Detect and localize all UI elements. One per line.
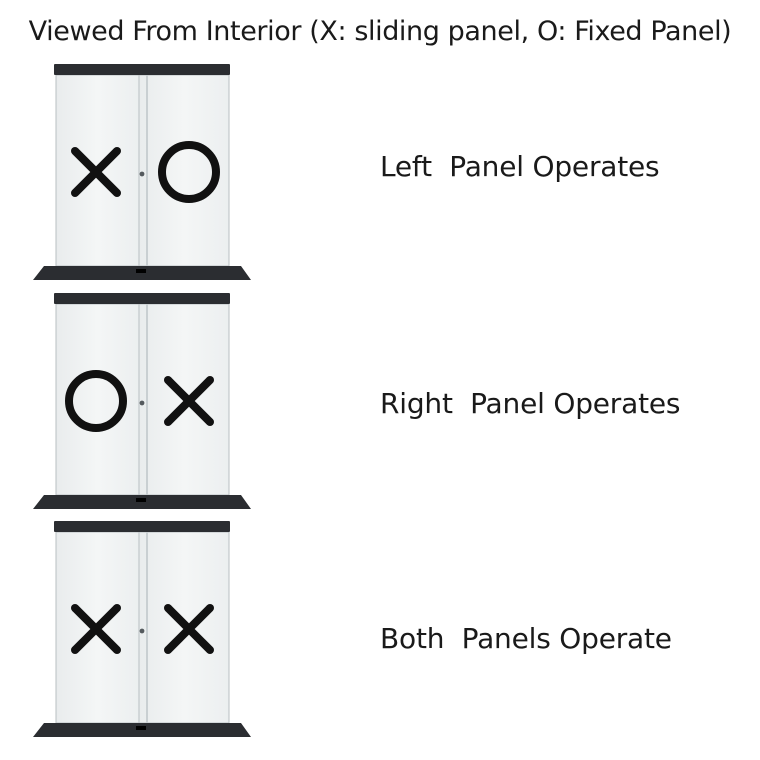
right-x-sliding-mark [164,376,214,426]
door-handle [139,628,145,634]
row-label: Right Panel Operates [380,387,681,420]
left-x-sliding-mark [71,147,121,197]
row-label: Left Panel Operates [380,150,660,183]
top-track [54,64,230,75]
row-label: Both Panels Operate [380,622,672,655]
top-track [54,521,230,532]
left-o-fixed-mark [65,370,127,432]
right-x-sliding-mark [164,604,214,654]
sliding-door-diagram [33,521,251,737]
left-x-sliding-mark [71,604,121,654]
door-row-left-operates: Left Panel Operates [0,62,760,287]
floor-guide [136,726,146,730]
door-handle [139,400,145,406]
door-row-right-operates: Right Panel Operates [0,291,760,516]
floor-guide [136,498,146,502]
sliding-door-diagram [33,64,251,280]
diagram-title: Viewed From Interior (X: sliding panel, … [28,16,732,47]
floor-guide [136,269,146,273]
top-track [54,293,230,304]
right-o-fixed-mark [158,141,220,203]
sliding-door-diagram [33,293,251,509]
door-row-both-operate: Both Panels Operate [0,519,760,744]
door-handle [139,171,145,177]
